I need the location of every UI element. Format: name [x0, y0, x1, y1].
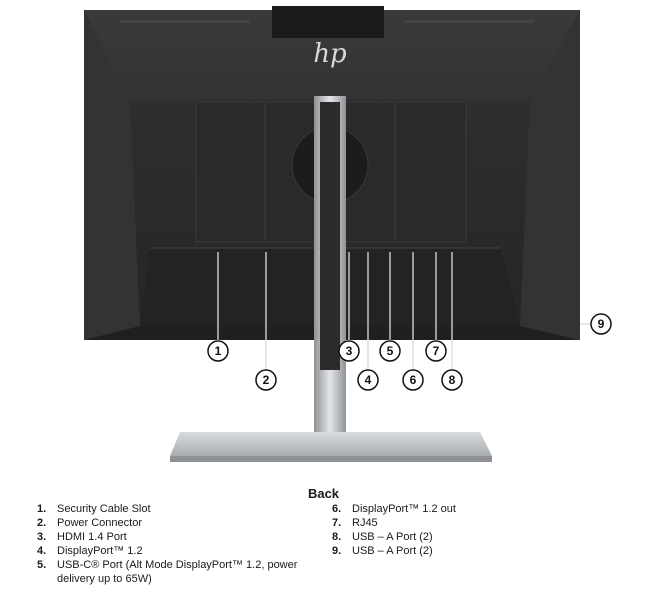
- legend-item: 5. USB-C® Port (Alt Mode DisplayPort™ 1.…: [37, 558, 327, 586]
- legend-text: DisplayPort™ 1.2: [57, 545, 143, 557]
- legend-item: 9. USB – A Port (2): [332, 544, 622, 558]
- legend-item: 4. DisplayPort™ 1.2: [37, 544, 327, 558]
- legend-text: RJ45: [352, 517, 378, 529]
- svg-text:4: 4: [365, 373, 372, 387]
- svg-text:5: 5: [387, 344, 394, 358]
- legend-text: USB – A Port (2): [352, 545, 433, 557]
- legend-number: 3.: [37, 531, 47, 543]
- legend-number: 7.: [332, 517, 342, 529]
- callout-6: 6: [402, 369, 424, 391]
- legend-text: USB-C® Port (Alt Mode DisplayPort™ 1.2, …: [57, 559, 298, 585]
- legend-number: 2.: [37, 517, 47, 529]
- legend-item: 3. HDMI 1.4 Port: [37, 530, 327, 544]
- legend-item: 6. DisplayPort™ 1.2 out: [332, 502, 622, 516]
- legend-text: HDMI 1.4 Port: [57, 531, 127, 543]
- legend-number: 6.: [332, 503, 342, 515]
- svg-text:6: 6: [410, 373, 417, 387]
- legend-number: 4.: [37, 545, 47, 557]
- legend-item: 2. Power Connector: [37, 516, 327, 530]
- legend-number: 9.: [332, 545, 342, 557]
- stand-base: [170, 432, 492, 462]
- legend-left: 1. Security Cable Slot 2. Power Connecto…: [37, 502, 327, 586]
- legend-text: DisplayPort™ 1.2 out: [352, 503, 456, 515]
- legend-text: Power Connector: [57, 517, 142, 529]
- svg-text:1: 1: [215, 344, 222, 358]
- callout-8: 8: [441, 369, 463, 391]
- callout-2: 2: [255, 369, 277, 391]
- callout-3: 3: [338, 340, 360, 362]
- section-heading: Back: [307, 486, 340, 501]
- callout-4: 4: [357, 369, 379, 391]
- monitor-back-illustration: hp 1 2 3 4: [84, 6, 612, 462]
- svg-text:2: 2: [263, 373, 270, 387]
- legend-right: 6. DisplayPort™ 1.2 out 7. RJ45 8. USB –…: [332, 502, 622, 558]
- hp-logo: hp: [313, 39, 347, 69]
- callout-9: 9: [590, 313, 612, 335]
- callout-7: 7: [425, 340, 447, 362]
- stand-pole: [314, 96, 346, 444]
- legend-item: 8. USB – A Port (2): [332, 530, 622, 544]
- legend-item: 7. RJ45: [332, 516, 622, 530]
- legend-number: 8.: [332, 531, 342, 543]
- svg-text:9: 9: [598, 317, 605, 331]
- legend-item: 1. Security Cable Slot: [37, 502, 327, 516]
- callout-lines: [217, 252, 590, 370]
- svg-text:3: 3: [346, 344, 353, 358]
- svg-text:hp: hp: [313, 39, 347, 69]
- svg-text:8: 8: [449, 373, 456, 387]
- legend-number: 1.: [37, 503, 47, 515]
- legend-number: 5.: [37, 559, 47, 571]
- legend-text: Security Cable Slot: [57, 503, 151, 515]
- legend-text: USB – A Port (2): [352, 531, 433, 543]
- callout-1: 1: [207, 340, 229, 362]
- callout-5: 5: [379, 340, 401, 362]
- svg-text:7: 7: [433, 344, 440, 358]
